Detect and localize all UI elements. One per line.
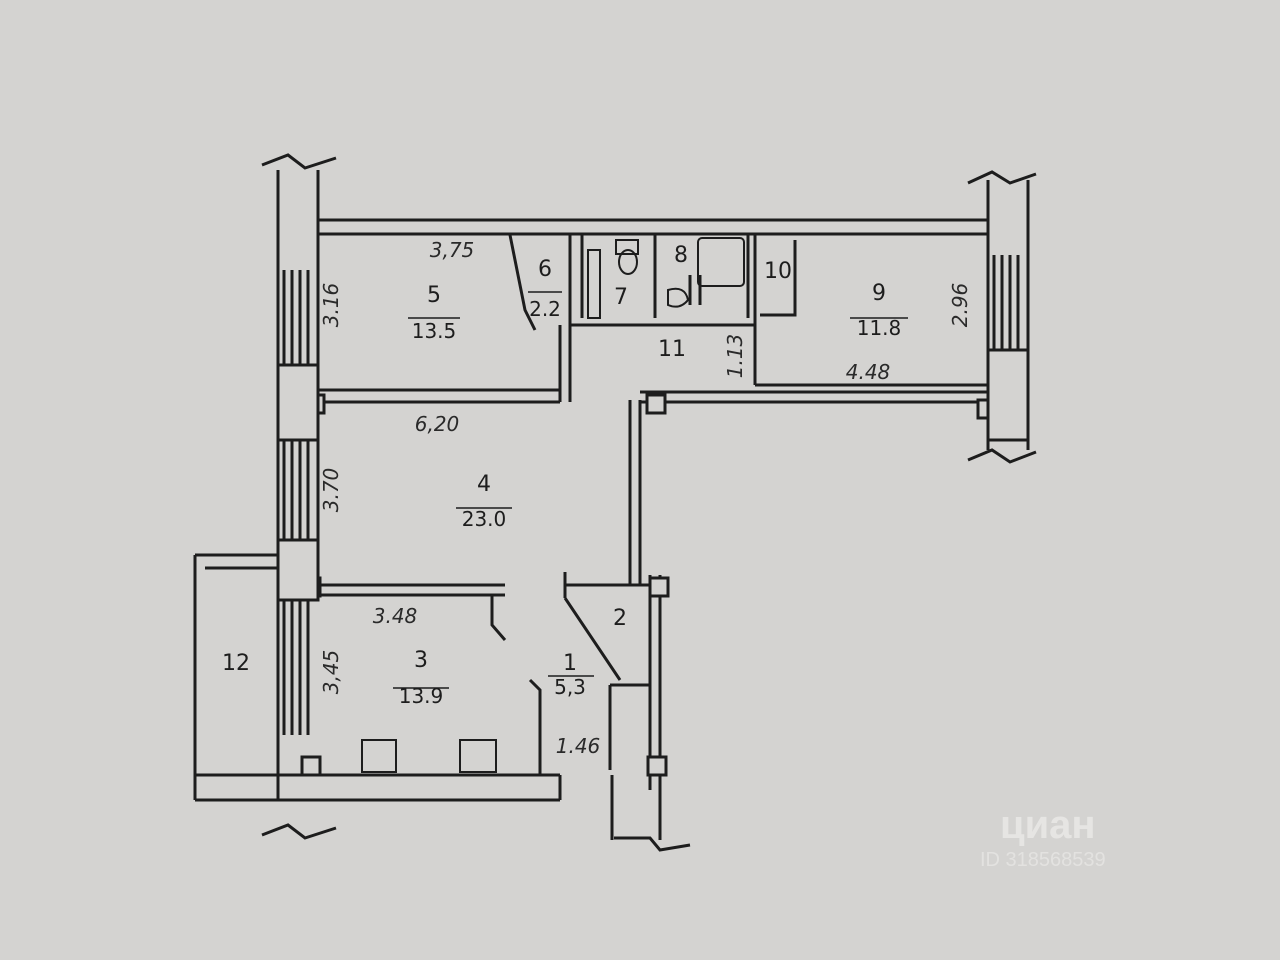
balcony	[193, 553, 278, 800]
wall-4-3	[318, 583, 505, 597]
kitchen-sink-icon	[459, 739, 497, 773]
room-6-area: 2.2	[529, 297, 561, 321]
bathtub-icon	[697, 237, 745, 287]
room-10-number: 10	[764, 259, 792, 284]
wall-5-11	[558, 325, 572, 402]
toilet-tank-icon	[615, 239, 639, 255]
stove-icon	[361, 739, 397, 773]
left-break-top	[261, 153, 337, 170]
window-left-top	[282, 270, 310, 365]
sink-icon	[667, 287, 690, 308]
window-left-mid	[282, 440, 310, 540]
room-5-area: 13.5	[412, 319, 457, 343]
wall-9-bottom	[640, 383, 988, 404]
watermark-logo: циан	[1000, 803, 1096, 847]
left-break-bottom	[261, 823, 337, 840]
dim-5-width: 3,75	[430, 238, 475, 262]
room-8-number: 8	[674, 243, 688, 268]
columns	[276, 348, 1030, 777]
wall-5-4	[318, 388, 560, 404]
shelf-icon	[587, 249, 601, 319]
wall-2	[608, 683, 650, 770]
dim-3-depth: 3,45	[319, 650, 343, 695]
walls	[193, 153, 1037, 852]
room-1-area: 5,3	[554, 675, 586, 699]
door-2	[563, 572, 622, 681]
dim-5-depth: 3.16	[319, 283, 343, 328]
pier	[986, 348, 1030, 442]
room-1-number: 1	[563, 651, 577, 676]
right-break-bottom	[967, 448, 1037, 464]
dim-4-depth: 3.70	[319, 468, 343, 513]
corridor-wall	[628, 400, 642, 585]
dim-1-width: 1.46	[556, 734, 601, 758]
room-2-number: 2	[613, 606, 627, 631]
column	[300, 755, 322, 777]
room-11-number: 11	[658, 337, 686, 362]
room-12-number: 12	[222, 651, 250, 676]
top-wall	[318, 218, 988, 236]
fixture-8	[688, 275, 702, 305]
wall-1-3	[528, 678, 542, 775]
dim-9-width: 4.48	[846, 360, 891, 384]
room-5-number: 5	[427, 283, 441, 308]
room-3-number: 3	[414, 648, 428, 673]
entrance	[610, 775, 662, 840]
pier	[276, 363, 320, 442]
fixtures	[361, 237, 745, 773]
column	[648, 576, 670, 598]
room-7-number: 7	[614, 285, 628, 310]
room-9-area: 11.8	[857, 316, 902, 340]
room-4-area: 23.0	[462, 507, 507, 531]
window-left-bottom	[282, 600, 310, 735]
column	[645, 393, 667, 415]
bathroom-walls	[568, 234, 757, 385]
wall-10	[760, 240, 797, 317]
dimension-labels: 3,75 3.16 6,20 3.70 3.48 3,45 1.46 1.13 …	[319, 238, 972, 758]
room-9-number: 9	[872, 281, 886, 306]
column	[646, 755, 668, 777]
toilet-icon	[618, 249, 638, 275]
watermark-id: ID 318568539	[980, 849, 1106, 871]
door-6	[508, 234, 537, 331]
dim-9-depth: 2.96	[948, 283, 972, 328]
right-break-top	[967, 170, 1037, 185]
bottom-wall	[195, 773, 562, 802]
entrance-break	[614, 836, 691, 852]
area-rules	[393, 291, 908, 689]
window-right	[992, 255, 1020, 350]
room-4-number: 4	[477, 472, 491, 497]
dim-3-width: 3.48	[373, 604, 418, 628]
room-6-number: 6	[538, 257, 552, 282]
pier	[276, 538, 320, 602]
dim-4-width: 6,20	[415, 412, 460, 436]
room-labels: 1 5,3 2 3 13.9 4 23.0 5 13.5 6 2.2 7 8 9…	[222, 243, 901, 708]
dim-11-width: 1.13	[723, 334, 747, 379]
door-3	[490, 595, 507, 641]
